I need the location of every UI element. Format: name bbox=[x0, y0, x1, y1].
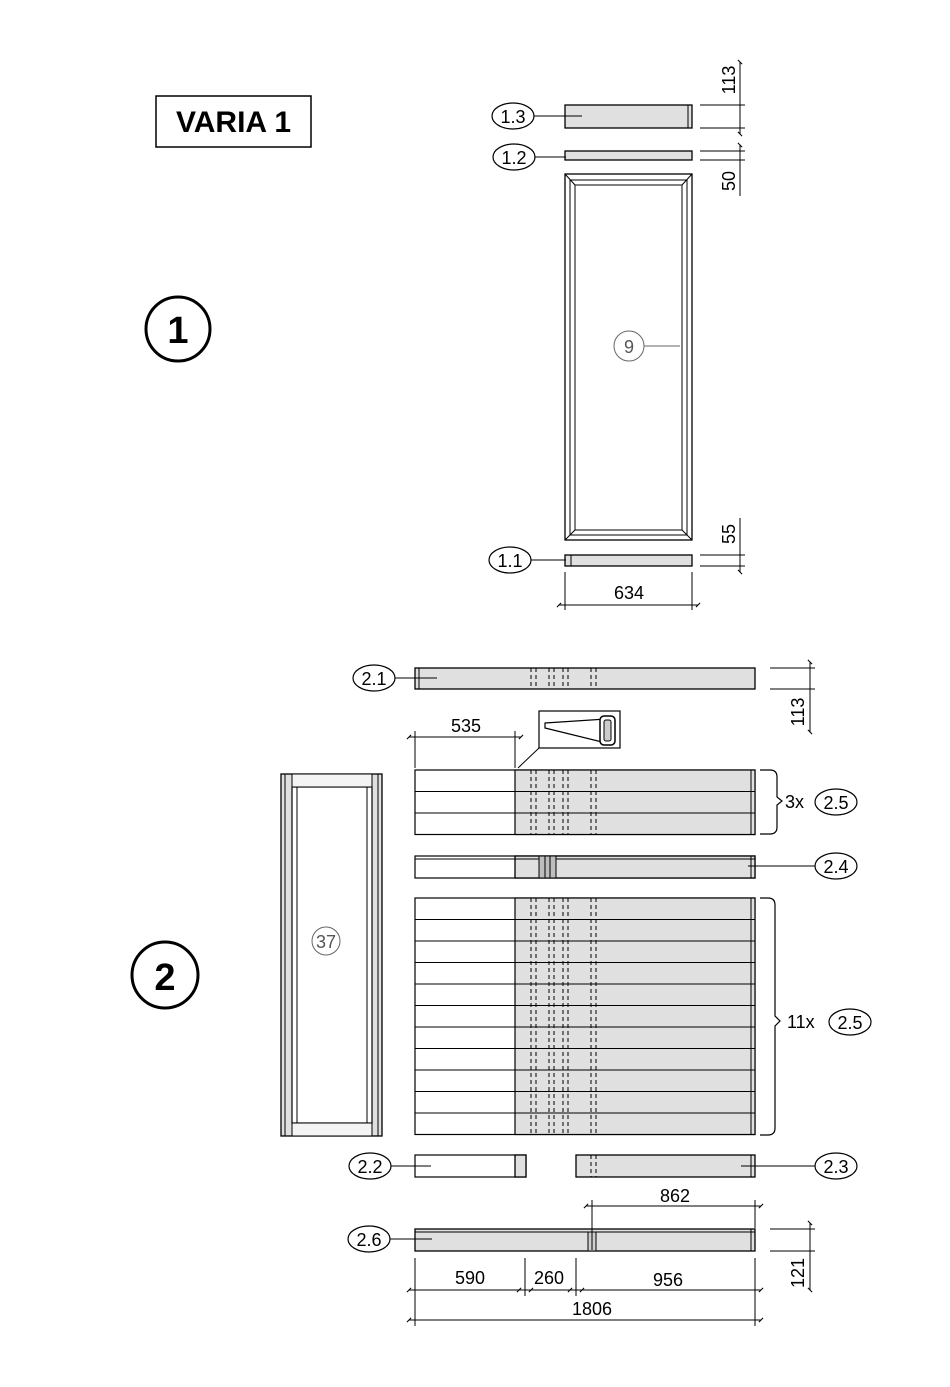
title-box: VARIA 1 bbox=[156, 96, 311, 147]
part-label-2-6: 2.6 bbox=[356, 1230, 381, 1250]
dim-50-label: 50 bbox=[719, 171, 739, 191]
group-bracket-3x: 3x 2.5 bbox=[760, 770, 857, 834]
part-1-1 bbox=[565, 555, 692, 566]
dim-260-label: 260 bbox=[534, 1268, 564, 1288]
part-bubble-1-1: 1.1 bbox=[489, 547, 566, 573]
section-label-1: 1 bbox=[167, 310, 188, 352]
panel-ref-label: 9 bbox=[624, 337, 634, 357]
part-label-2-1: 2.1 bbox=[361, 669, 386, 689]
dim-956-label: 956 bbox=[653, 1270, 683, 1290]
dimension-113-section2: 113 bbox=[770, 662, 815, 732]
part-2-4 bbox=[415, 856, 755, 878]
dim-590-label: 590 bbox=[455, 1268, 485, 1288]
part-label-1-3: 1.3 bbox=[500, 107, 525, 127]
part-label-1-1: 1.1 bbox=[497, 551, 522, 571]
frame-37 bbox=[281, 774, 382, 1136]
stack-3x-shaded bbox=[515, 770, 755, 835]
dimension-113-section1: 113 bbox=[700, 62, 745, 134]
part-2-6 bbox=[415, 1229, 755, 1251]
part-label-2-3: 2.3 bbox=[823, 1157, 848, 1177]
stack-11x-shaded bbox=[515, 898, 755, 1135]
frame-ref-label: 37 bbox=[316, 932, 336, 952]
saw-cut-icon bbox=[518, 711, 620, 768]
dim-113-label: 113 bbox=[719, 66, 739, 95]
dim-113-s2-label: 113 bbox=[788, 698, 808, 727]
section-label-2: 2 bbox=[154, 957, 175, 999]
section-marker-2: 2 bbox=[132, 942, 198, 1008]
dimension-634: 634 bbox=[559, 572, 698, 610]
dimension-55-section1: 55 bbox=[700, 518, 745, 572]
group-count-11x: 11x bbox=[787, 1012, 815, 1032]
dim-55-label: 55 bbox=[719, 524, 739, 544]
part-bubble-1-2: 1.2 bbox=[493, 144, 566, 170]
part-1-3 bbox=[565, 105, 692, 128]
dim-121-label: 121 bbox=[788, 1258, 808, 1288]
dimension-1806: 1806 bbox=[409, 1299, 761, 1320]
group-part-label-11x: 2.5 bbox=[837, 1013, 862, 1033]
group-part-label-3x: 2.5 bbox=[823, 793, 848, 813]
dim-1806-label: 1806 bbox=[572, 1299, 612, 1319]
part-2-1 bbox=[415, 668, 755, 689]
dim-862-label: 862 bbox=[660, 1186, 690, 1206]
part-label-1-2: 1.2 bbox=[501, 148, 526, 168]
dimension-535: 535 bbox=[409, 716, 521, 768]
title-text: VARIA 1 bbox=[176, 106, 291, 139]
dimension-50-section1: 50 bbox=[700, 145, 745, 196]
group-count-3x: 3x bbox=[785, 792, 804, 812]
part-bubble-2-4: 2.4 bbox=[748, 853, 857, 879]
part-2-2 bbox=[415, 1155, 526, 1177]
dim-634-label: 634 bbox=[614, 583, 644, 603]
part-1-2 bbox=[565, 151, 692, 160]
dim-535-label: 535 bbox=[451, 716, 481, 736]
plank-stack-11x bbox=[415, 898, 755, 1135]
part-label-2-4: 2.4 bbox=[823, 857, 848, 877]
frame-ref-bubble-37: 37 bbox=[312, 927, 340, 955]
section-marker-1: 1 bbox=[146, 297, 210, 361]
part-bubble-2-3: 2.3 bbox=[741, 1153, 857, 1179]
plank-stack-3x bbox=[415, 770, 755, 835]
part-2-3 bbox=[576, 1155, 755, 1177]
group-bracket-11x: 11x 2.5 bbox=[760, 898, 871, 1135]
part-label-2-2: 2.2 bbox=[357, 1157, 382, 1177]
dimension-121: 121 bbox=[770, 1223, 815, 1290]
